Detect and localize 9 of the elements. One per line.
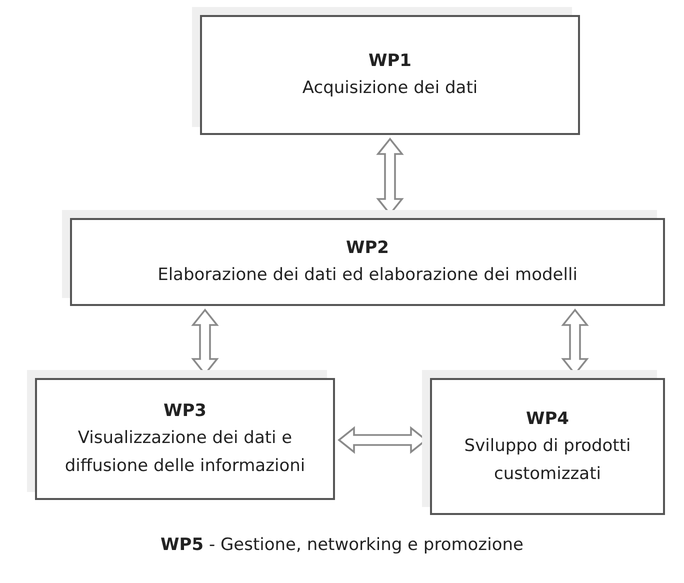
box-text: Acquisizione dei dati (302, 77, 478, 100)
box-heading: WP2 (346, 237, 390, 260)
box-text: Visualizzazione dei dati e diffusione delle informazioni (64, 427, 306, 478)
footer-note: WP5 - Gestione, networking e promozione (160, 534, 524, 557)
box-text: Sviluppo di prodotti customizzati (463, 434, 632, 486)
box-text: Elaborazione dei dati ed elaborazione dei modelli (158, 264, 578, 287)
box-heading: WP1 (368, 50, 412, 73)
box-heading: WP3 (163, 400, 207, 423)
box-heading: WP4 (526, 408, 570, 430)
